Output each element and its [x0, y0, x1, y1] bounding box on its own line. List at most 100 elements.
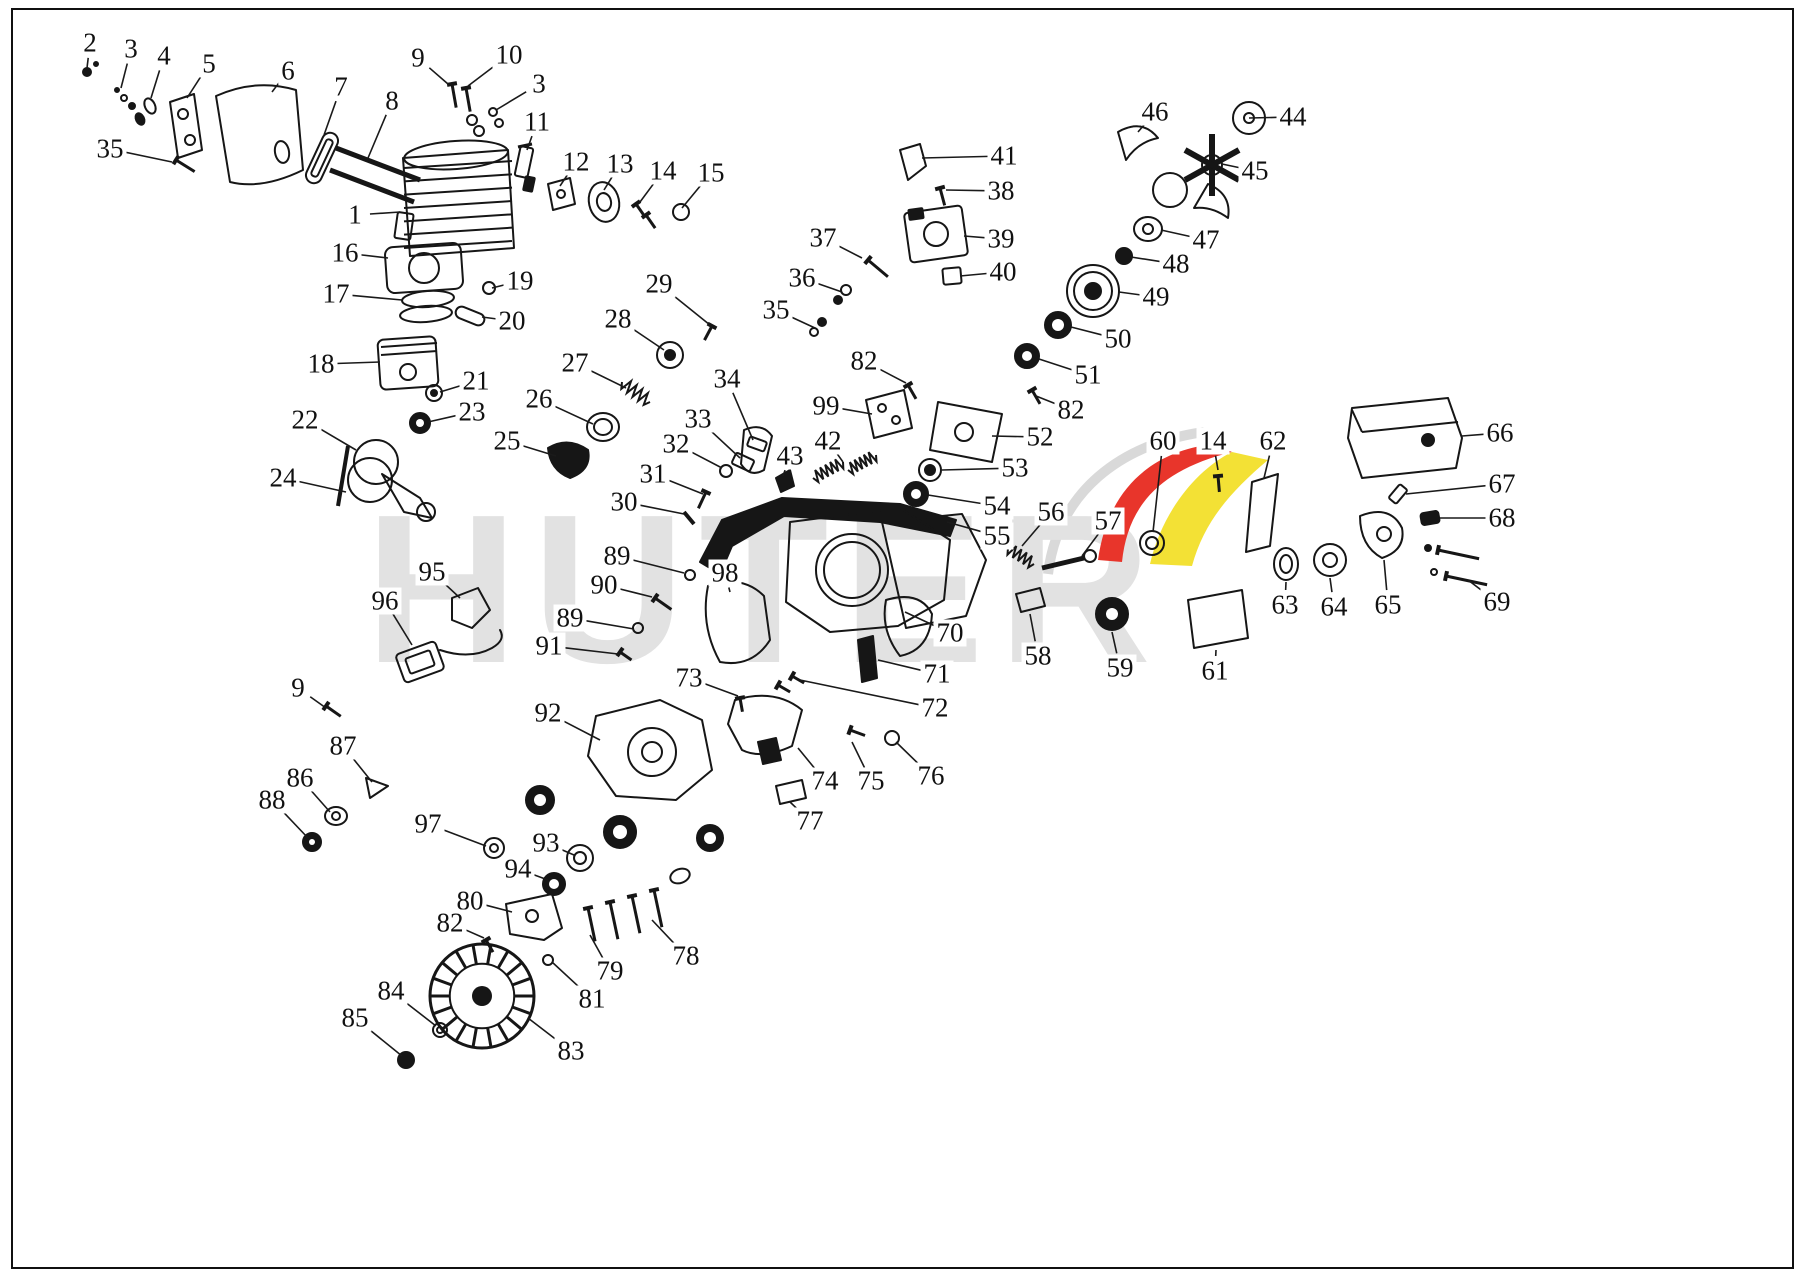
part-number-label: 15: [694, 159, 728, 187]
part-number-label: 88: [255, 786, 289, 814]
part-number-label: 54: [980, 492, 1014, 520]
part-number-label: 26: [522, 385, 556, 413]
part-number-label: 34: [710, 365, 744, 393]
part-number-label: 3: [121, 35, 141, 63]
part-number-label: 8: [382, 87, 402, 115]
part-number-label: 35: [93, 135, 127, 163]
part-number-label: 95: [415, 558, 449, 586]
part-number-label: 94: [501, 855, 535, 883]
part-number-label: 78: [669, 942, 703, 970]
part-number-label: 91: [532, 632, 566, 660]
part-number-label: 17: [319, 280, 353, 308]
part-number-label: 46: [1138, 98, 1172, 126]
part-number-label: 14: [1196, 427, 1230, 455]
part-number-label: 68: [1485, 504, 1519, 532]
border-frame: [11, 8, 1794, 1269]
part-number-label: 61: [1198, 657, 1232, 685]
part-number-label: 41: [987, 142, 1021, 170]
part-number-label: 35: [759, 296, 793, 324]
part-number-label: 62: [1256, 427, 1290, 455]
part-number-label: 89: [553, 604, 587, 632]
parts-layer: [82, 61, 1488, 1069]
part-number-label: 82: [433, 909, 467, 937]
part-number-label: 96: [368, 587, 402, 615]
part-number-label: 92: [531, 699, 565, 727]
part-number-label: 79: [593, 957, 627, 985]
part-number-label: 25: [490, 427, 524, 455]
brand-logo-yellow: [1150, 452, 1268, 566]
part-number-label: 16: [328, 239, 362, 267]
part-number-label: 64: [1317, 593, 1351, 621]
part-number-label: 23: [455, 398, 489, 426]
part-number-label: 83: [554, 1037, 588, 1065]
part-number-label: 36: [785, 264, 819, 292]
part-number-label: 2: [80, 29, 100, 57]
part-number-label: 33: [681, 405, 715, 433]
brand-logo-red: [1098, 444, 1232, 562]
part-number-label: 71: [920, 660, 954, 688]
part-number-label: 89: [600, 542, 634, 570]
part-number-label: 73: [672, 664, 706, 692]
part-number-label: 86: [283, 764, 317, 792]
part-number-label: 30: [607, 488, 641, 516]
part-number-label: 49: [1139, 283, 1173, 311]
part-number-label: 9: [288, 674, 308, 702]
part-number-label: 45: [1238, 157, 1272, 185]
part-number-label: 24: [266, 464, 300, 492]
part-number-label: 63: [1268, 591, 1302, 619]
part-number-label: 3: [529, 70, 549, 98]
part-number-label: 99: [809, 392, 843, 420]
part-number-label: 10: [492, 41, 526, 69]
part-number-label: 32: [659, 430, 693, 458]
part-number-label: 97: [411, 810, 445, 838]
part-number-label: 37: [806, 224, 840, 252]
part-number-label: 22: [288, 406, 322, 434]
part-number-label: 76: [914, 762, 948, 790]
part-number-label: 69: [1480, 588, 1514, 616]
part-number-label: 93: [529, 829, 563, 857]
part-number-label: 38: [984, 177, 1018, 205]
part-number-label: 9: [408, 44, 428, 72]
part-number-label: 81: [575, 985, 609, 1013]
part-number-label: 40: [986, 258, 1020, 286]
part-number-label: 66: [1483, 419, 1517, 447]
part-number-label: 72: [918, 694, 952, 722]
part-number-label: 27: [558, 349, 592, 377]
part-number-label: 28: [601, 305, 635, 333]
part-number-label: 1: [345, 201, 365, 229]
part-number-label: 85: [338, 1004, 372, 1032]
part-number-label: 70: [933, 619, 967, 647]
part-number-label: 75: [854, 767, 888, 795]
part-number-label: 51: [1071, 361, 1105, 389]
part-number-label: 58: [1021, 642, 1055, 670]
part-number-label: 43: [773, 442, 807, 470]
part-number-label: 19: [503, 267, 537, 295]
part-number-label: 12: [559, 148, 593, 176]
part-number-label: 56: [1034, 498, 1068, 526]
part-number-label: 74: [808, 767, 842, 795]
part-number-label: 82: [1054, 396, 1088, 424]
part-number-label: 5: [199, 50, 219, 78]
part-number-label: 18: [304, 350, 338, 378]
part-number-label: 48: [1159, 250, 1193, 278]
part-number-label: 65: [1371, 591, 1405, 619]
leader-lines-layer: [86, 57, 1488, 1057]
part-number-label: 60: [1146, 427, 1180, 455]
part-number-label: 21: [459, 367, 493, 395]
part-number-label: 50: [1101, 325, 1135, 353]
part-number-label: 4: [154, 42, 174, 70]
part-number-label: 6: [278, 57, 298, 85]
part-number-label: 87: [326, 732, 360, 760]
part-number-label: 29: [642, 270, 676, 298]
part-number-label: 44: [1276, 103, 1310, 131]
part-number-label: 84: [374, 977, 408, 1005]
part-number-label: 13: [603, 150, 637, 178]
part-number-label: 39: [984, 225, 1018, 253]
part-number-label: 98: [708, 559, 742, 587]
part-number-label: 59: [1103, 654, 1137, 682]
part-number-label: 57: [1091, 507, 1125, 535]
part-number-label: 47: [1189, 226, 1223, 254]
part-number-label: 90: [587, 571, 621, 599]
